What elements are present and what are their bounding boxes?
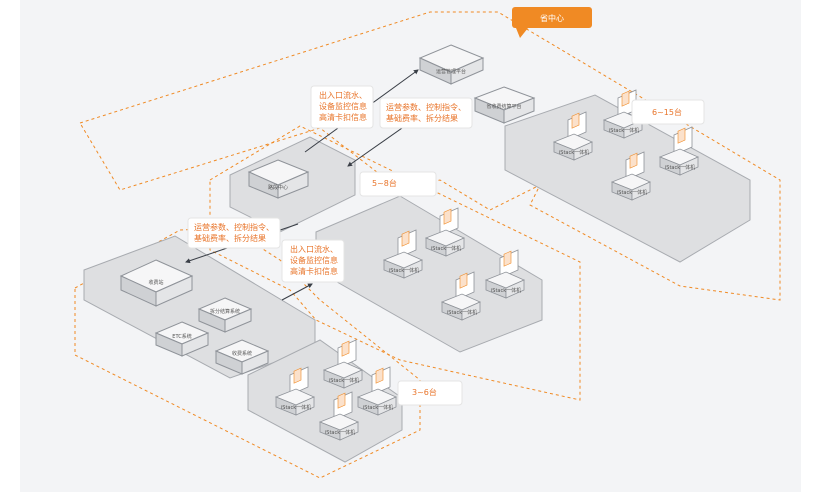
toll-system-cube: 收费系统	[214, 339, 270, 375]
istack-machine: iStack一体机	[322, 339, 363, 389]
svg-text:iStack一体机: iStack一体机	[617, 189, 647, 196]
split-system-cube: 拆分结算系统	[197, 297, 253, 333]
istack-machine: iStack一体机	[658, 126, 699, 176]
istack-machine: iStack一体机	[318, 391, 359, 441]
station-count-callout: 3~6台	[397, 380, 463, 406]
svg-text:基础费率、拆分结果: 基础费率、拆分结果	[386, 113, 458, 123]
clearing-platform-label: 省收费结算平台	[486, 103, 521, 110]
diagram-canvas: 运营管理平台 省收费结算平台 路段中心 收费站 拆分结算系统 ETC系统 收费系…	[74, 7, 781, 479]
downstream-note-province: 运营参数、控制指令、 基础费率、拆分结果	[379, 97, 473, 129]
svg-text:iStack一体机: iStack一体机	[609, 127, 639, 134]
dispatch-center-label: 路段中心	[268, 184, 288, 191]
svg-text:高清卡扣信息: 高清卡扣信息	[290, 266, 338, 276]
toll-station-cube: 收费站	[119, 259, 194, 307]
svg-text:运营参数、控制指令、: 运营参数、控制指令、	[194, 222, 274, 232]
upstream-note-road: 出入口流水、 设备监控信息 高清卡扣信息	[310, 85, 374, 129]
svg-text:iStack一体机: iStack一体机	[665, 164, 695, 171]
clearing-platform-cube: 省收费结算平台	[473, 86, 536, 124]
svg-text:iStack一体机: iStack一体机	[447, 309, 477, 316]
svg-text:iStack一体机: iStack一体机	[325, 429, 355, 436]
svg-text:iStack一体机: iStack一体机	[281, 404, 311, 411]
svg-text:5~8台: 5~8台	[372, 178, 397, 188]
toll-station-label: 收费站	[148, 279, 163, 286]
etc-system-cube: ETC系统	[154, 321, 210, 357]
istack-machine: iStack一体机	[424, 207, 465, 257]
svg-text:6~15台: 6~15台	[652, 107, 682, 117]
architecture-diagram: 运营管理平台 省收费结算平台 路段中心 收费站 拆分结算系统 ETC系统 收费系…	[20, 0, 801, 492]
svg-text:运营参数、控制指令、: 运营参数、控制指令、	[386, 102, 466, 112]
road-count-callout: 5~8台	[359, 171, 437, 197]
svg-text:iStack一体机: iStack一体机	[431, 245, 461, 252]
istack-machine: iStack一体机	[382, 229, 423, 279]
station-machines-platform	[247, 339, 403, 463]
upstream-note-station: 出入口流水、 设备监控信息 高清卡扣信息	[281, 239, 345, 283]
province-count-callout: 6~15台	[631, 99, 705, 125]
svg-text:省中心: 省中心	[540, 13, 564, 23]
province-zone-outline	[79, 11, 781, 301]
etc-system-label: ETC系统	[172, 333, 191, 340]
split-system-label: 拆分结算系统	[210, 308, 240, 315]
istack-machine: iStack一体机	[484, 249, 525, 299]
istack-machine: iStack一体机	[610, 151, 651, 201]
istack-machine: iStack一体机	[440, 271, 481, 321]
road-zone-outline	[209, 125, 581, 401]
svg-text:iStack一体机: iStack一体机	[389, 267, 419, 274]
svg-text:iStack一体机: iStack一体机	[491, 287, 521, 294]
svg-text:基础费率、拆分结果: 基础费率、拆分结果	[194, 233, 266, 243]
svg-text:3~6台: 3~6台	[412, 387, 437, 397]
downstream-note-road: 运营参数、控制指令、 基础费率、拆分结果	[187, 217, 281, 249]
svg-text:出入口流水、: 出入口流水、	[290, 244, 338, 254]
ops-platform-cube: 运营管理平台	[418, 44, 485, 85]
istack-machine: iStack一体机	[356, 366, 397, 416]
svg-text:设备监控信息: 设备监控信息	[319, 101, 367, 111]
istack-machine: iStack一体机	[552, 111, 593, 161]
svg-text:iStack一体机: iStack一体机	[329, 377, 359, 384]
svg-text:设备监控信息: 设备监控信息	[290, 255, 338, 265]
svg-text:iStack一体机: iStack一体机	[363, 404, 393, 411]
svg-text:出入口流水、: 出入口流水、	[319, 90, 367, 100]
svg-text:高清卡扣信息: 高清卡扣信息	[319, 112, 367, 122]
dispatch-center-cube: 路段中心	[247, 159, 310, 199]
ops-platform-label: 运营管理平台	[436, 68, 466, 75]
toll-system-label: 收费系统	[232, 350, 252, 357]
province-center-badge: 省中心	[512, 7, 592, 38]
svg-text:iStack一体机: iStack一体机	[559, 149, 589, 156]
link-station-to-road	[281, 283, 313, 301]
istack-machine: iStack一体机	[274, 366, 315, 416]
